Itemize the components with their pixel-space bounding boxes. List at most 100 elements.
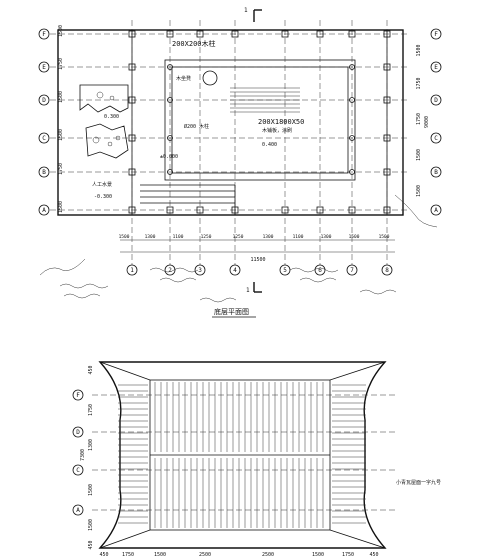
column	[196, 30, 204, 38]
svg-text:E: E	[42, 64, 46, 71]
column	[167, 169, 173, 175]
plan-dim-bottom: 1500	[119, 234, 130, 240]
inner-deck-outer	[164, 59, 356, 181]
note-beam: 200X1800X50	[258, 118, 304, 126]
roof-dim-left: 1500	[88, 519, 94, 531]
roof-dim-left: 1300	[88, 439, 94, 451]
plan-gridlines	[50, 20, 410, 265]
svg-text:1: 1	[246, 287, 250, 294]
column	[348, 30, 356, 38]
column	[349, 135, 355, 141]
plan-dim-bottom: 1300	[263, 234, 274, 240]
plan-col-axis-1: 1	[126, 264, 138, 276]
plan-col-axis-8: 8	[381, 264, 393, 276]
svg-text:2: 2	[168, 267, 172, 274]
roof-dim-bottom: 1500	[154, 552, 166, 558]
svg-text:F: F	[76, 392, 80, 399]
plan-row-axis-right-C: C	[430, 132, 442, 144]
roof-tile-hatching	[118, 382, 366, 528]
note-column: 200X200木柱	[172, 39, 216, 48]
svg-text:B: B	[434, 169, 438, 176]
plan-row-axis-left-A: A	[38, 204, 50, 216]
roof-dim-bottom: 450	[99, 552, 108, 558]
plan-dim-bottom: 1100	[293, 234, 304, 240]
column	[348, 206, 356, 214]
plan-dim-right: 1500	[416, 185, 422, 197]
plan-row-axis-right-A: A	[430, 204, 442, 216]
column	[281, 30, 289, 38]
column	[316, 206, 324, 214]
svg-text:C: C	[434, 135, 438, 142]
roof-dim-left-total: 7300	[80, 449, 86, 461]
rockery	[79, 84, 129, 159]
svg-text:D: D	[42, 97, 46, 104]
column	[316, 30, 324, 38]
column	[383, 96, 391, 104]
roof-dim-bottom: 450	[369, 552, 378, 558]
note-deck: 木铺板，涂刷	[262, 127, 292, 134]
column	[167, 97, 173, 103]
svg-text:F: F	[42, 31, 46, 38]
column	[167, 135, 173, 141]
svg-text:A: A	[42, 207, 46, 214]
svg-text:6: 6	[318, 267, 322, 274]
svg-text:7: 7	[350, 267, 354, 274]
water-level: -0.300	[94, 194, 112, 200]
column	[128, 206, 136, 214]
plan-dim-bottom: 1500	[379, 234, 390, 240]
plan-dim-bottom: 1300	[321, 234, 332, 240]
svg-text:A: A	[434, 207, 438, 214]
roof-dim-left: 1500	[88, 484, 94, 496]
level-top: ±0.000	[160, 154, 178, 160]
column	[383, 63, 391, 71]
svg-text:D: D	[434, 97, 438, 104]
plan-dim-bottom: 1250	[233, 234, 244, 240]
plan-dim-left: 1750	[58, 58, 64, 70]
svg-text:F: F	[434, 31, 438, 38]
svg-text:1: 1	[130, 267, 134, 274]
floor-plan: 1 1 200X200木柱 200X1800X50 木坐凳 Ø200 木柱 木铺…	[39, 7, 438, 318]
column	[383, 134, 391, 142]
section-marker-top: 1	[244, 7, 262, 22]
plan-dim-bottom: 1300	[145, 234, 156, 240]
bench-hatching	[230, 87, 300, 113]
column	[128, 134, 136, 142]
plan-dim-right: 1750	[416, 77, 422, 89]
plan-col-axis-6: 6	[314, 264, 326, 276]
plan-col-axis-7: 7	[346, 264, 358, 276]
note-rafter: 木坐凳	[176, 75, 191, 82]
column-markers	[128, 30, 391, 214]
svg-text:5: 5	[283, 267, 287, 274]
plan-dim-bottom-total: 11500	[250, 257, 265, 263]
plan-row-axis-left-F: F	[38, 28, 50, 40]
plan-col-axis-3: 3	[194, 264, 206, 276]
plan-dim-right-total: 9000	[424, 116, 430, 128]
section-marker-bottom: 1	[246, 282, 262, 294]
plan-dim-left: 1500	[58, 25, 64, 37]
plan-dim-left: 1500	[58, 129, 64, 141]
svg-text:1: 1	[244, 7, 248, 14]
plan-dim-right: 1500	[416, 44, 422, 56]
roof-row-axis-A: A	[72, 504, 84, 516]
roof-row-axis-C: C	[72, 464, 84, 476]
svg-text:D: D	[76, 429, 80, 436]
plan-dim-right: 1500	[416, 149, 422, 161]
roof-row-axis-F: F	[72, 389, 84, 401]
svg-text:8: 8	[385, 267, 389, 274]
roof-plan: 小青瓦屋面一字九号	[92, 361, 441, 549]
plan-row-axis-right-B: B	[430, 166, 442, 178]
column	[128, 96, 136, 104]
level-left: 0.300	[104, 114, 119, 120]
plan-col-axis-5: 5	[279, 264, 291, 276]
column	[383, 30, 391, 38]
column	[349, 64, 355, 70]
roof-note: 小青瓦屋面一字九号	[396, 479, 441, 486]
plan-dim-bottom: 1100	[173, 234, 184, 240]
column	[349, 169, 355, 175]
column	[349, 97, 355, 103]
svg-text:C: C	[42, 135, 46, 142]
note-railing: Ø200 木柱	[184, 123, 209, 130]
plan-row-axis-left-C: C	[38, 132, 50, 144]
column	[281, 206, 289, 214]
roof-dim-left: 1750	[88, 404, 94, 416]
